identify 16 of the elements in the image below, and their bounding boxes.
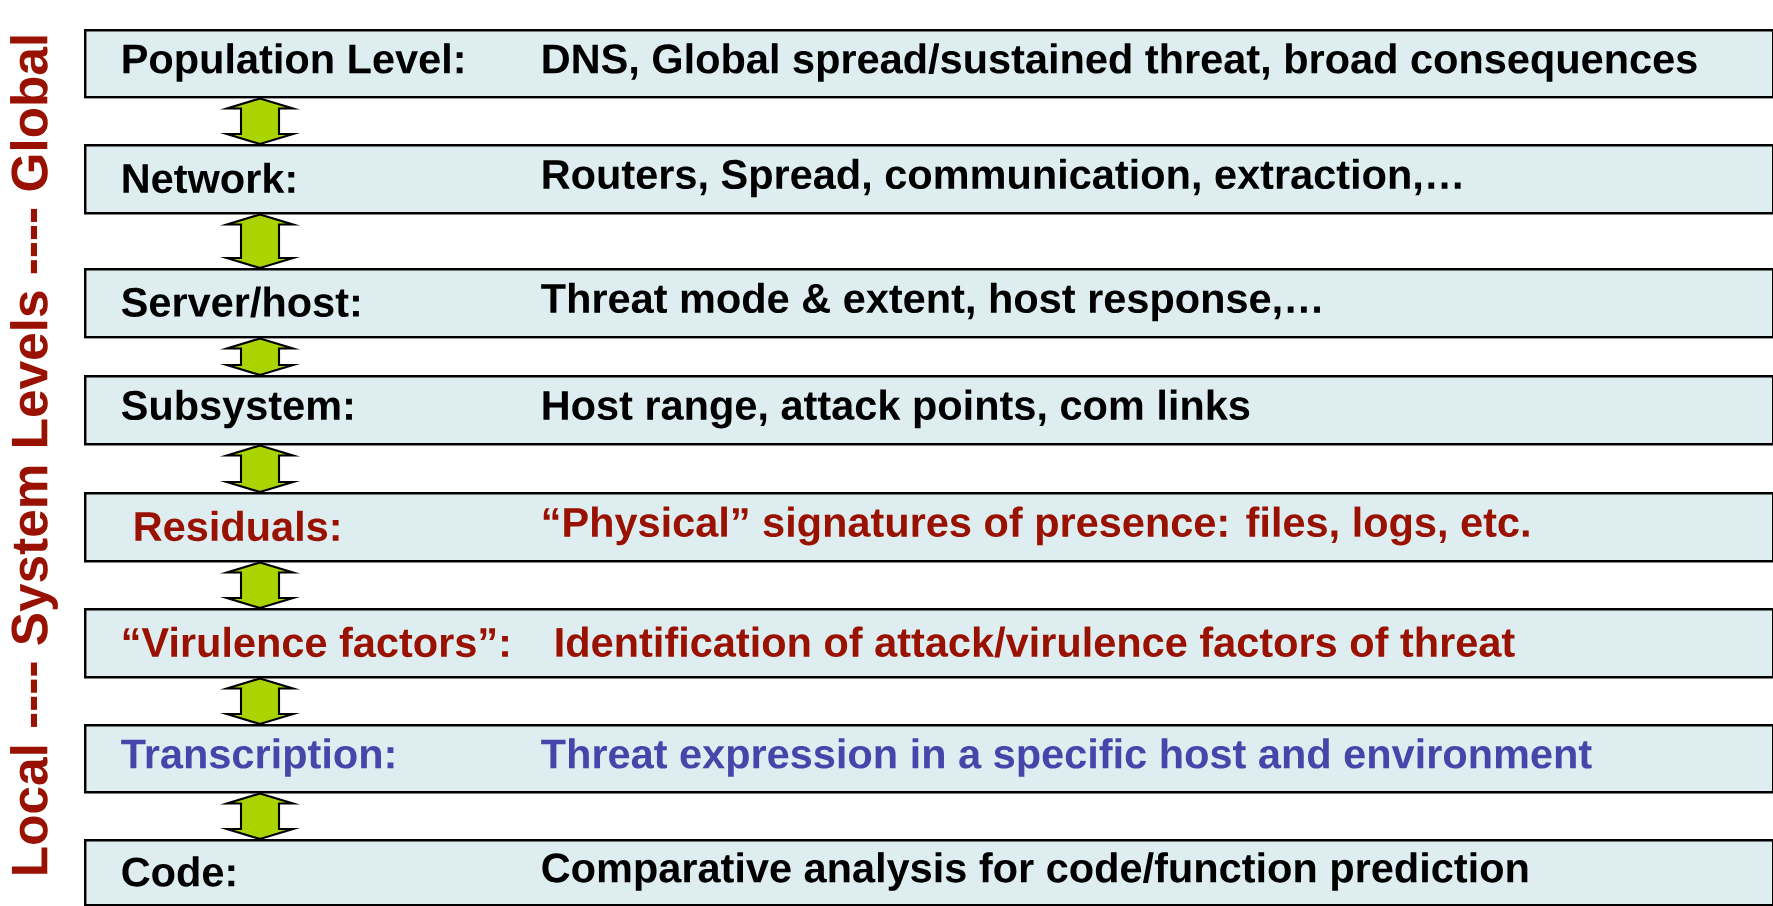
level-band: Residuals: “Physical” signatures of presence: files, logs, etc. xyxy=(84,492,1773,563)
level-band: Population Level: DNS, Global spread/sustained threat, broad consequences xyxy=(84,29,1773,99)
axis-label: Local ---- System Levels ---- Global xyxy=(10,36,58,874)
double-arrow xyxy=(219,337,301,377)
double-arrow xyxy=(219,213,301,270)
level-band: Code: Comparative analysis for code/function prediction xyxy=(84,839,1773,906)
double-arrow xyxy=(219,444,301,494)
double-arrow xyxy=(219,97,301,146)
level-band: Subsystem: Host range, attack points, com links xyxy=(84,375,1773,446)
level-band: Server/host: Threat mode & extent, host response,… xyxy=(84,268,1773,339)
level-band: Network: Routers, Spread, communication, extraction,… xyxy=(84,144,1773,215)
double-arrow xyxy=(219,561,301,610)
double-arrow xyxy=(219,677,301,726)
level-band: Transcription: Threat expression in a specific host and environment xyxy=(84,724,1773,794)
double-arrow xyxy=(219,792,301,841)
level-band: “Virulence factors”: Identification of attack/virulence factors of threat xyxy=(84,608,1773,679)
